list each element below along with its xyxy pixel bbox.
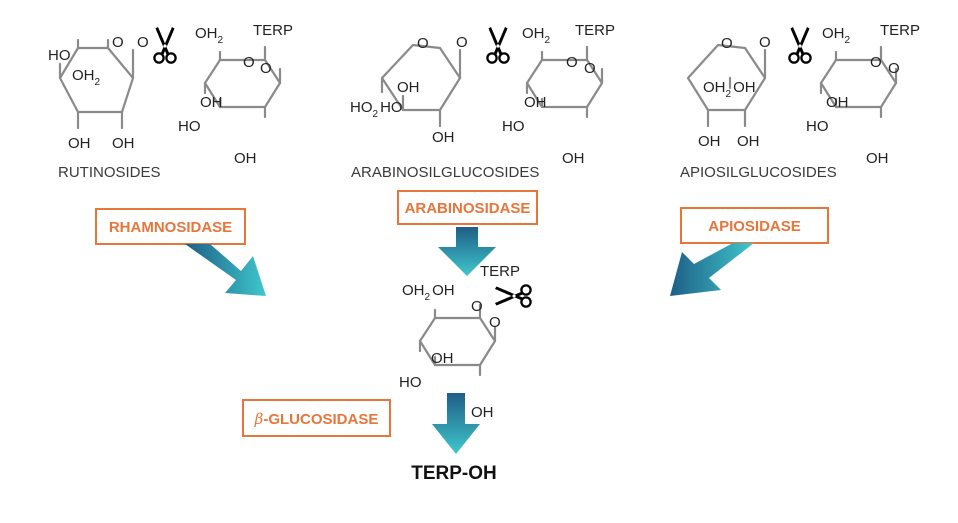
- arabinosidase-label: ARABINOSIDASE: [405, 200, 531, 217]
- rut-ring-oxygen: O: [112, 34, 124, 51]
- terp-oh-product: TERP-OH: [411, 463, 497, 484]
- ara-ring-oxygen: O: [417, 35, 429, 52]
- glc-ring-oxygen: O: [566, 54, 578, 71]
- beta-glucosidase-label: β-GLUCOSIDASE: [254, 410, 379, 428]
- glc-ch2-label: OH2: [195, 25, 224, 46]
- int-ring-oxygen: O: [471, 298, 483, 315]
- rutinoside-molecule: HO OH2 O OH OH O OH2 TERP O O OH HO OH R…: [48, 22, 293, 181]
- apiose-ring: [686, 43, 767, 128]
- beta-glucosidase-box: β-GLUCOSIDASE: [242, 399, 391, 437]
- arabinose-ring: [380, 43, 462, 128]
- rut-oh-right: OH: [112, 135, 135, 152]
- ara-oh-bottom: OH: [432, 129, 455, 146]
- arrow-arabinosidase: [438, 227, 496, 276]
- glc-terp-label: TERP: [575, 22, 615, 39]
- glc-oh-inner: OH: [524, 94, 547, 111]
- glc-oh-inner: OH: [200, 94, 223, 111]
- glucose-ring: OH2 TERP O O OH HO OH: [178, 22, 293, 167]
- ara-oh-inner: OH: [397, 79, 420, 96]
- scissors-icon: [788, 25, 812, 64]
- api-link-oxygen: O: [759, 34, 771, 51]
- glc-ring-oxygen: O: [870, 54, 882, 71]
- arrow-apiosidase: [670, 243, 754, 296]
- apiosidase-box: APIOSIDASE: [680, 207, 829, 244]
- rhamnose-ring: [58, 38, 135, 130]
- glc-ho-label: HO: [806, 118, 829, 135]
- arabinosilglucosides-caption: ARABINOSILGLUCOSIDES: [351, 164, 539, 181]
- rut-link-oxygen: O: [137, 34, 149, 51]
- glc-terp-label: TERP: [253, 22, 293, 39]
- glc-ch2-label: OH2: [522, 25, 551, 46]
- glc-ring-oxygen: O: [243, 54, 255, 71]
- glucose-ring: OH2 TERP O O OH HO OH: [502, 22, 615, 167]
- glc-oh-bottom: OH: [234, 150, 257, 167]
- rut-ho-label: HO: [48, 47, 71, 64]
- api-oh-right: OH: [737, 133, 760, 150]
- rutinosides-caption: RUTINOSIDES: [58, 164, 161, 181]
- int-oh-bottom: OH: [471, 404, 494, 421]
- apiosilglucosides-caption: APIOSILGLUCOSIDES: [680, 164, 837, 181]
- api-oh-left: OH: [698, 133, 721, 150]
- scissors-icon: [153, 25, 177, 64]
- int-oh-inner: OH: [431, 350, 454, 367]
- int-link-oxygen: O: [489, 314, 501, 331]
- glc-oh-bottom: OH: [562, 150, 585, 167]
- int-ho-label: HO: [399, 374, 422, 391]
- apiosidase-label: APIOSIDASE: [708, 218, 801, 235]
- glc-link-oxygen: O: [888, 60, 900, 77]
- scissors-icon: [486, 25, 510, 64]
- rhamnosidase-label: RHAMNOSIDASE: [109, 219, 232, 236]
- glc-oh-inner: OH: [826, 94, 849, 111]
- glc-oh-bottom: OH: [866, 150, 889, 167]
- glc-terp-label: TERP: [880, 22, 920, 39]
- ara-link-oxygen: O: [456, 34, 468, 51]
- scissors-icon: [493, 284, 532, 308]
- int-terp-label: TERP: [480, 263, 520, 280]
- rhamnosidase-box: RHAMNOSIDASE: [95, 208, 246, 245]
- glucose-ring: OH2 TERP O O OH HO OH: [806, 22, 920, 167]
- glc-ch2-label: OH2: [822, 25, 851, 46]
- glc-link-oxygen: O: [584, 60, 596, 77]
- glc-link-oxygen: O: [260, 60, 272, 77]
- arrow-beta-glucosidase: [432, 393, 480, 454]
- glc-ho-label: HO: [178, 118, 201, 135]
- api-ring-oxygen: O: [721, 35, 733, 52]
- rut-oh2-label: OH2: [72, 67, 101, 88]
- arrow-rhamnosidase: [185, 244, 266, 296]
- arabinosidase-box: ARABINOSIDASE: [397, 190, 538, 225]
- glc-ho-label: HO: [502, 118, 525, 135]
- rut-oh-left: OH: [68, 135, 91, 152]
